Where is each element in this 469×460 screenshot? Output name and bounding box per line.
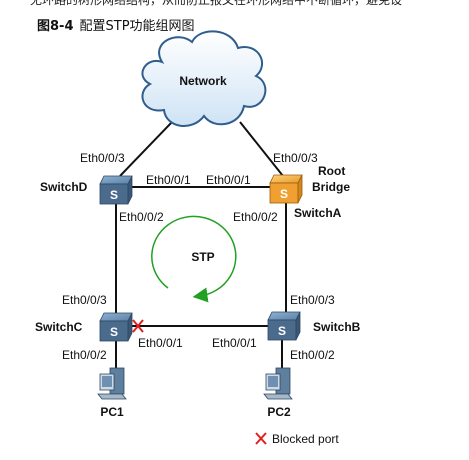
port-label-d-up: Eth0/0/3 — [80, 151, 125, 165]
port-label-a-down: Eth0/0/2 — [233, 210, 278, 224]
pc1-label: PC1 — [100, 405, 124, 419]
switch-b-icon: S — [267, 311, 301, 341]
port-label-b-up: Eth0/0/3 — [290, 293, 335, 307]
figure-number: 图8-4 — [37, 19, 74, 34]
top-cut-text: 无环路的树形网络结构，从而防止报文在环形网络中不断循环，避免设 — [30, 0, 403, 7]
port-label-c-down: Eth0/0/2 — [62, 348, 107, 362]
pc2-icon — [263, 367, 293, 400]
cloud-label: Network — [179, 74, 227, 88]
legend-blocked-label: Blocked port — [272, 432, 339, 446]
network-cloud: Network — [141, 30, 267, 128]
stp-label: STP — [191, 250, 214, 264]
svg-text:S: S — [110, 188, 118, 202]
links — [115, 121, 287, 370]
pc1-icon — [97, 367, 127, 400]
stp-rotation: STP — [151, 215, 237, 303]
link-cloud-switcha — [239, 121, 284, 177]
svg-text:S: S — [110, 325, 118, 339]
svg-text:S: S — [280, 187, 288, 201]
link-cloud-switchd — [119, 121, 173, 177]
figure-caption: 配置STP功能组网图 — [79, 19, 195, 34]
switch-d-icon: S — [99, 175, 133, 205]
pc2-label: PC2 — [267, 405, 291, 419]
switch-c-icon: S — [99, 312, 133, 342]
switch-a-label: SwitchA — [294, 206, 342, 220]
port-label-b-down: Eth0/0/2 — [290, 348, 335, 362]
port-label-c-up: Eth0/0/3 — [62, 293, 107, 307]
port-label-d-down: Eth0/0/2 — [119, 210, 164, 224]
blocked-port-icon — [132, 319, 144, 333]
switch-d-label: SwitchD — [40, 180, 88, 194]
switch-b-label: SwitchB — [313, 320, 361, 334]
legend: Blocked port — [255, 432, 339, 446]
root-bridge-line1: Root — [318, 164, 345, 178]
root-bridge-line2: Bridge — [312, 180, 350, 194]
svg-text:S: S — [278, 324, 286, 338]
port-label-c-right: Eth0/0/1 — [138, 336, 183, 350]
switch-a-icon: S — [269, 174, 303, 204]
port-label-a-left: Eth0/0/1 — [206, 173, 251, 187]
port-label-d-right: Eth0/0/1 — [146, 173, 191, 187]
legend-blocked-icon — [255, 432, 267, 445]
figure-title: 图8-4 配置STP功能组网图 — [37, 15, 195, 34]
port-label-b-left: Eth0/0/1 — [212, 336, 257, 350]
port-label-a-up: Eth0/0/3 — [273, 151, 318, 165]
switch-c-label: SwitchC — [35, 320, 83, 334]
